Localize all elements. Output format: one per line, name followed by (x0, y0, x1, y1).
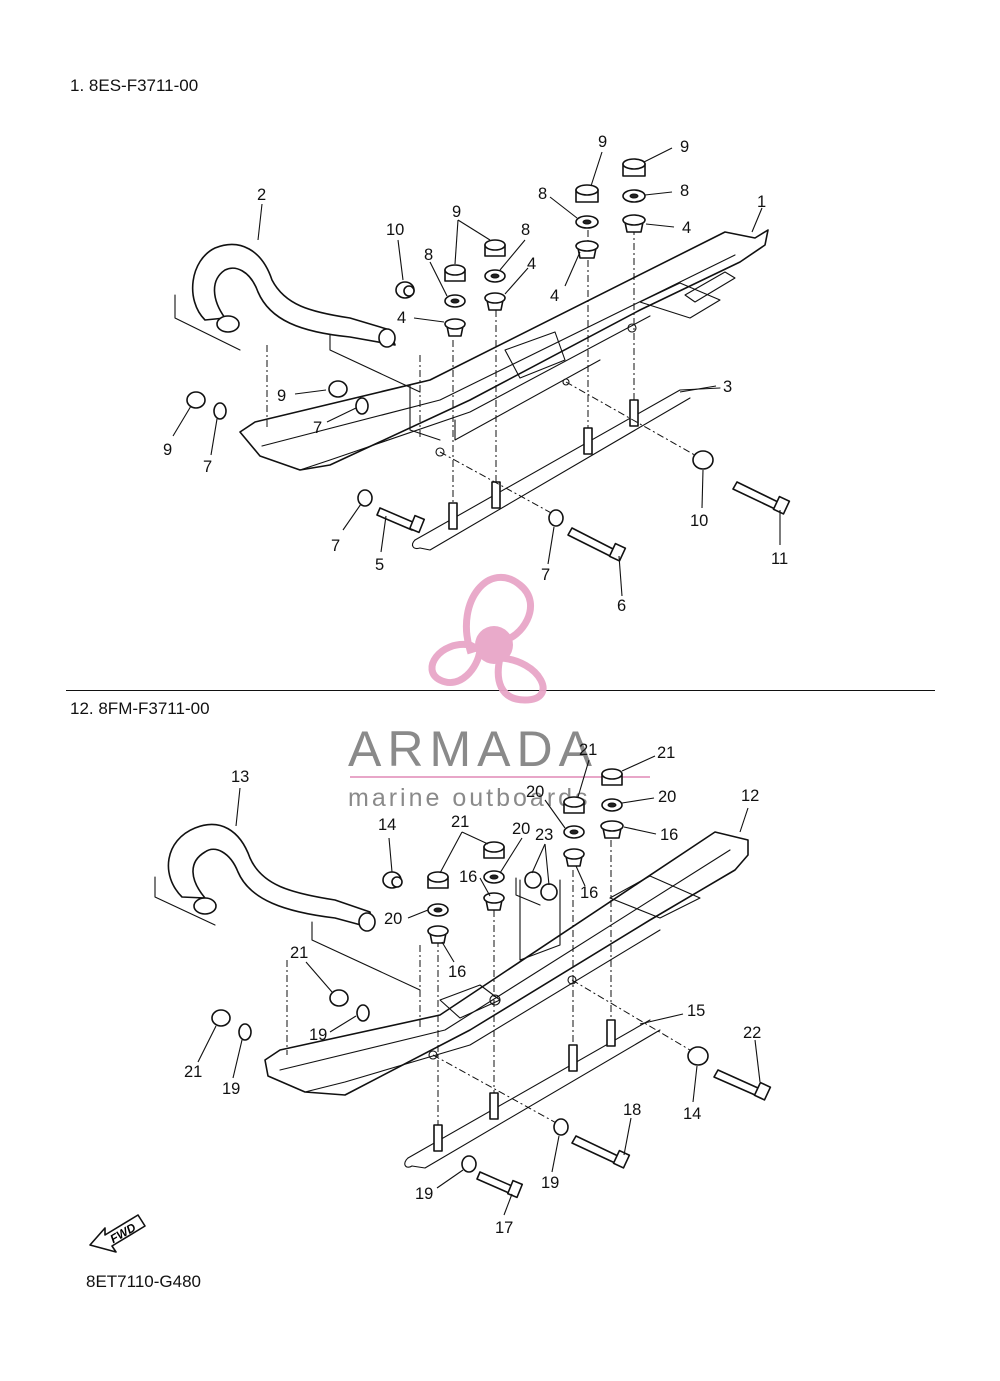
armada-propeller-logo (428, 573, 547, 704)
callout: 4 (682, 219, 691, 237)
fwd-arrow-icon: FWD (89, 1214, 146, 1253)
callout: 8 (424, 246, 433, 264)
callout: 21 (657, 744, 675, 762)
callout: 18 (623, 1101, 641, 1119)
callout: 9 (277, 387, 286, 405)
callout: 7 (313, 419, 322, 437)
section-12-header: 12. 8FM-F3711-00 (70, 699, 210, 718)
callout: 19 (222, 1080, 240, 1098)
leader-lines-top (172, 147, 781, 597)
callout: 4 (527, 255, 536, 273)
callout: 19 (309, 1026, 327, 1044)
callout: 5 (375, 556, 384, 574)
callouts-top: 9 9 8 8 9 8 10 8 4 4 4 1 4 2 9 7 9 7 3 7… (163, 133, 788, 615)
callout: 14 (683, 1105, 701, 1123)
callout: 16 (459, 868, 477, 886)
section-1-header: 1. 8ES-F3711-00 (70, 76, 199, 95)
watermark-brand: ARMADA (348, 721, 598, 777)
callout: 1 (757, 193, 766, 211)
callout: 7 (203, 458, 212, 476)
callout: 11 (771, 550, 788, 568)
callout: 3 (723, 378, 732, 396)
callout: 9 (452, 203, 461, 221)
callout: 9 (163, 441, 172, 459)
callout: 14 (378, 816, 396, 834)
callout: 10 (690, 512, 708, 530)
leader-lines-bottom (197, 755, 761, 1216)
top-hardware (186, 158, 791, 562)
callout: 6 (617, 597, 626, 615)
callout: 21 (184, 1063, 202, 1081)
callout: 23 (535, 826, 553, 844)
callout: 4 (550, 287, 559, 305)
callout: 20 (384, 910, 402, 928)
callout: 20 (526, 783, 544, 801)
callout: 7 (331, 537, 340, 555)
callout: 16 (580, 884, 598, 902)
callout: 19 (541, 1174, 559, 1192)
callout: 21 (290, 944, 308, 962)
callout: 8 (680, 182, 689, 200)
callout: 13 (231, 768, 249, 786)
callout: 7 (541, 566, 550, 584)
callout: 12 (741, 787, 759, 805)
callout: 19 (415, 1185, 433, 1203)
callout: 10 (386, 221, 404, 239)
callout: 22 (743, 1024, 761, 1042)
footer-code: 8ET7110-G480 (86, 1272, 201, 1291)
callout: 16 (660, 826, 678, 844)
runner-studs (448, 399, 639, 530)
callout: 9 (680, 138, 689, 156)
callout: 17 (495, 1219, 513, 1237)
callout: 16 (448, 963, 466, 981)
callout: 20 (512, 820, 530, 838)
callout: 21 (579, 741, 597, 759)
callout: 8 (538, 185, 547, 203)
watermark-tagline: marine outboards (348, 784, 591, 812)
callout: 15 (687, 1002, 705, 1020)
callout: 20 (658, 788, 676, 806)
ski-assembly-top (174, 158, 791, 562)
ski-assembly-bottom (154, 768, 772, 1199)
callout: 2 (257, 186, 266, 204)
callout: 8 (521, 221, 530, 239)
callout: 21 (451, 813, 469, 831)
callout: 4 (397, 309, 406, 327)
callouts-bottom: 21 21 20 20 13 12 14 21 20 23 16 16 16 2… (184, 741, 761, 1237)
callout: 9 (598, 133, 607, 151)
